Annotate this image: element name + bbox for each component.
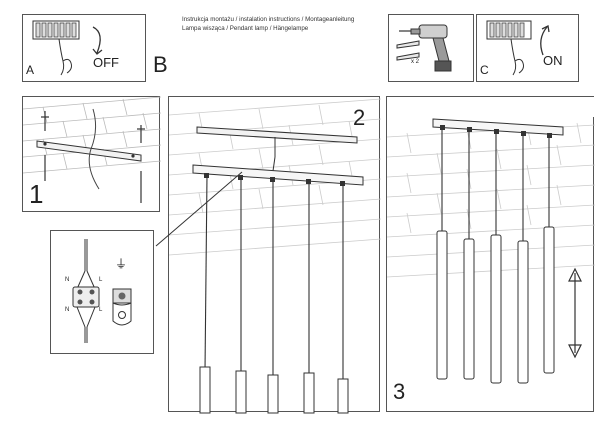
wiring-terminal-icon [72,239,132,343]
wire-label-l-top: L [99,277,103,283]
off-label: OFF [93,55,119,70]
canopy-attach-icon [168,98,382,414]
drill-and-dowels-icon [396,24,452,72]
panel-c-letter: C [480,63,489,77]
header-title: Instrukcja montażu / instalation instruc… [182,16,355,23]
panel-c: C ON [476,14,579,82]
fuse-box-switch-on-icon [486,20,550,76]
section-b-letter: B [153,52,168,77]
step-2-panel: 2 [168,96,382,414]
step-2-number: 2 [353,105,366,130]
wire-label-n-top: N [65,277,70,283]
header-subtitle: Lampa wisząca / Pendant lamp / Hängelamp… [182,25,309,32]
dowel-quantity: x 2 [411,59,420,65]
ceiling-mount-bar-icon [22,96,162,203]
wire-label-l-bottom: L [99,307,103,313]
step-3-number: 3 [393,379,406,404]
step-3-panel: 3 [386,96,596,412]
instructions-header: Instrukcja montażu / instalation instruc… [182,15,387,33]
on-label: ON [543,53,563,68]
wiring-detail-panel: N L N L ⏚ [50,230,154,354]
height-adjust-icon [386,97,596,384]
ground-symbol: ⏚ [115,257,128,271]
panel-a: A OFF [22,14,146,82]
panel-tools: x 2 [388,14,474,82]
step-1-panel: 1 [22,96,162,212]
wire-label-n-bottom: N [65,307,70,313]
step-1-number: 1 [29,179,44,209]
fuse-box-switch-off-icon [32,20,103,76]
panel-a-letter: A [26,63,35,77]
